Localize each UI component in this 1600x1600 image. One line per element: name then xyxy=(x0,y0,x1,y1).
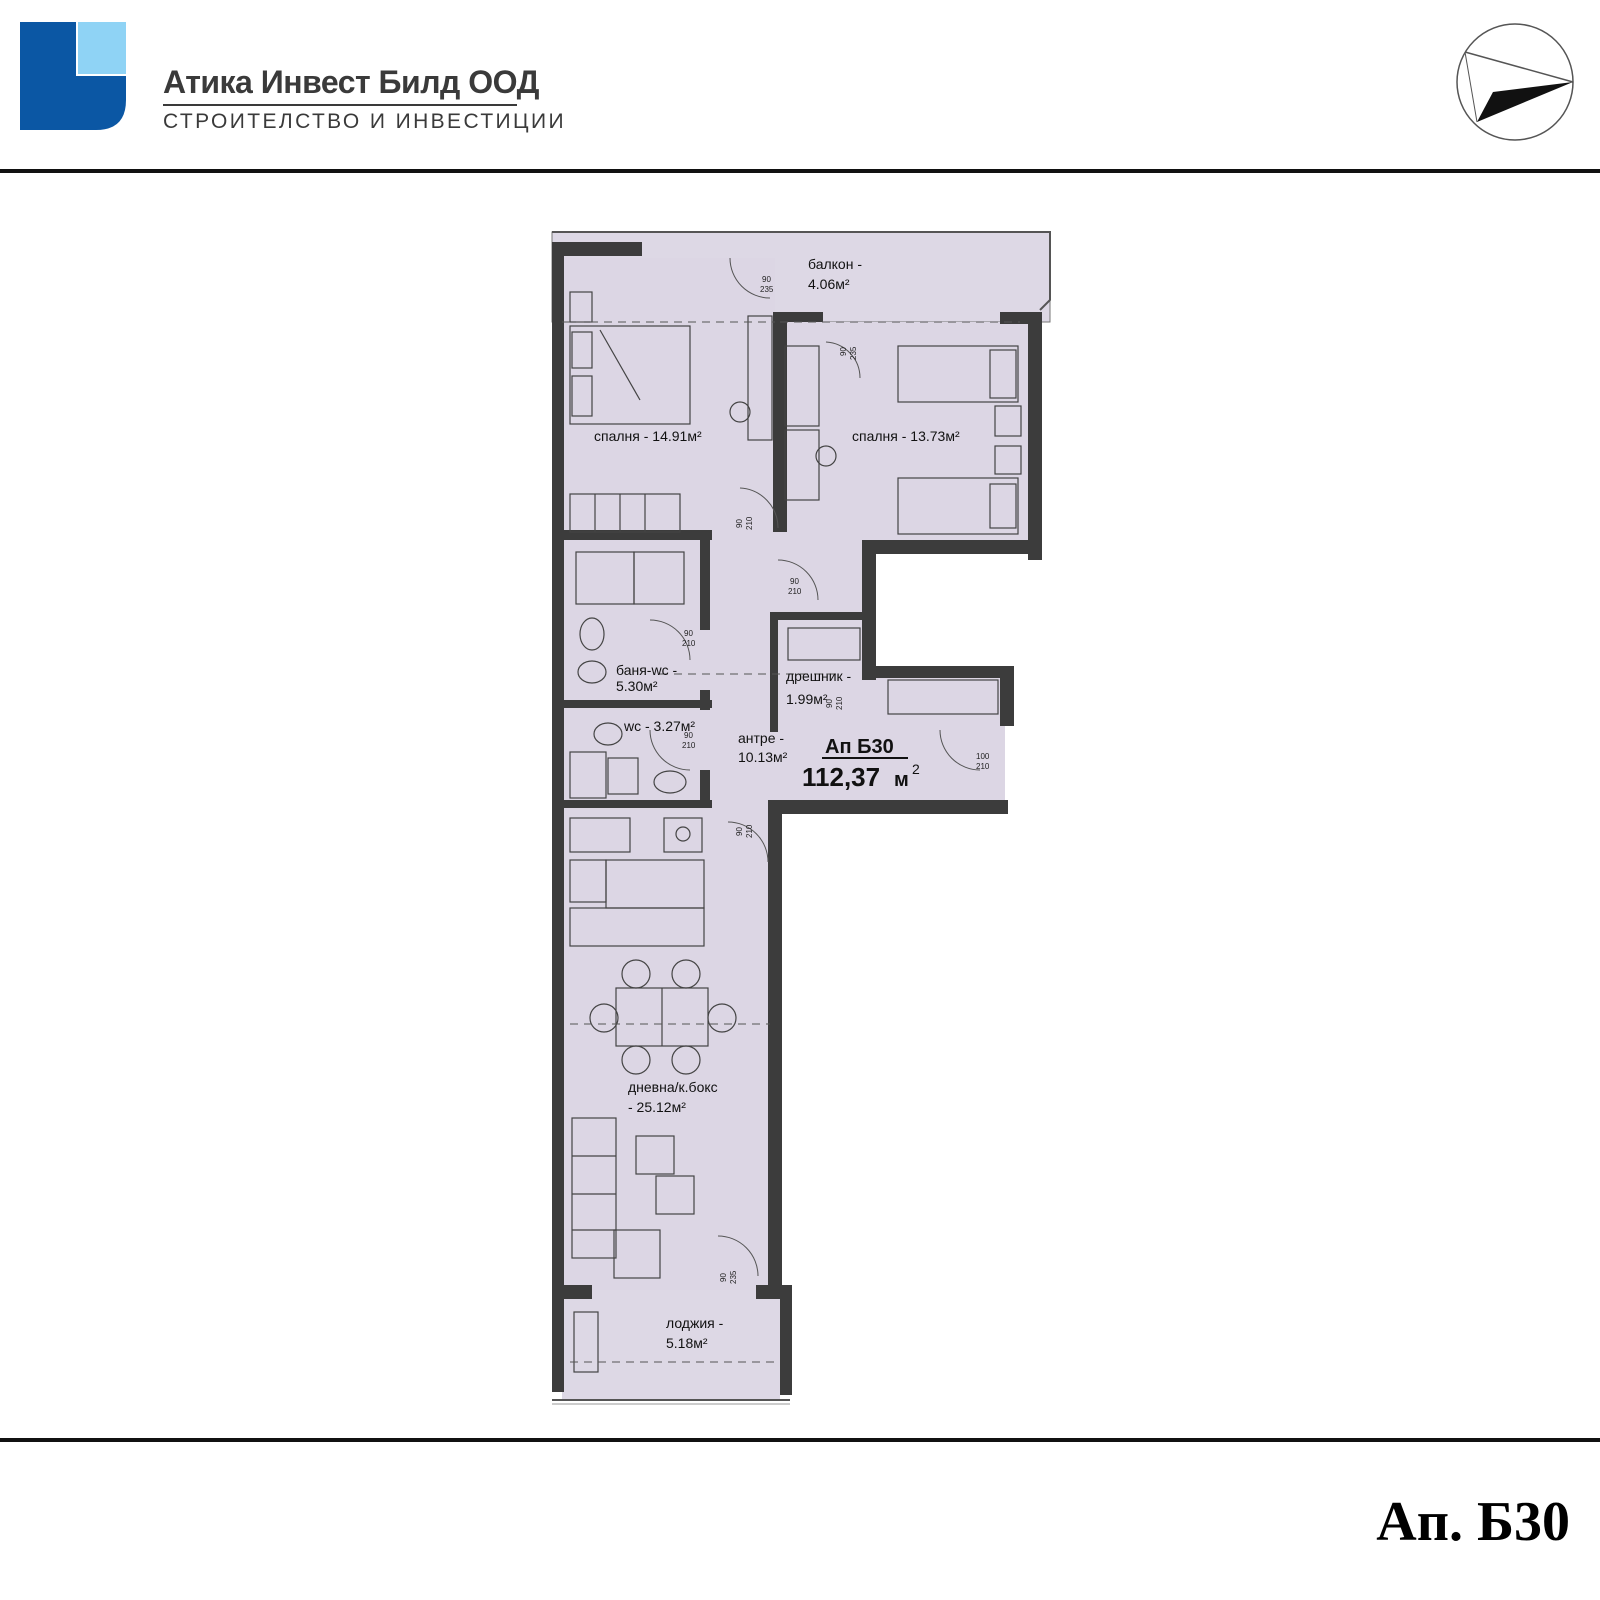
apartment-label: Ап Б30 xyxy=(825,736,894,758)
room-label-bathroom-area: 5.30м² xyxy=(616,678,658,694)
door-tag-width: 90 xyxy=(790,577,799,586)
logo-dark-shape xyxy=(20,22,126,130)
header: Атика Инвест Билд ООД СТРОИТЕЛСТВО И ИНВ… xyxy=(0,0,1600,172)
door-tag-height: 210 xyxy=(976,762,990,771)
room-label-wc: wc - 3.27м² xyxy=(623,718,695,734)
company-name: Атика Инвест Билд ООД xyxy=(163,64,539,100)
apartment-area-exponent: 2 xyxy=(912,761,920,777)
room-label-closet-area: 1.99м² xyxy=(786,691,828,707)
room-label-living-area: - 25.12м² xyxy=(628,1099,686,1115)
north-arrow-icon xyxy=(1456,23,1574,141)
room-label-hall-name: антре - xyxy=(738,730,784,746)
logo-light-shape xyxy=(78,22,126,74)
door-tag-width: 90 xyxy=(735,827,744,836)
company-logo-icon xyxy=(20,22,126,130)
dashed-lines xyxy=(562,321,1020,1363)
walls xyxy=(552,242,1042,1395)
door-tag-height: 210 xyxy=(835,696,844,710)
room-label-loggia-name: лоджия - xyxy=(666,1315,724,1331)
footer-divider xyxy=(0,1438,1600,1442)
apartment-area: 112,37 xyxy=(802,762,880,792)
door-tag-width: 90 xyxy=(684,629,693,638)
room-label-bedroom2: спалня - 13.73м² xyxy=(852,428,960,444)
room-label-balcony-area: 4.06м² xyxy=(808,276,850,292)
door-tag-height: 235 xyxy=(760,285,774,294)
door-swings xyxy=(649,257,981,1277)
door-tag-height: 235 xyxy=(849,346,858,360)
door-tag-width: 100 xyxy=(976,752,990,761)
room-label-bedroom1: спалня - 14.91м² xyxy=(594,428,702,444)
door-tag-height: 235 xyxy=(729,1270,738,1284)
door-tag-height: 210 xyxy=(682,741,696,750)
room-label-balcony-name: балкон - xyxy=(808,256,862,272)
room-label-loggia-area: 5.18м² xyxy=(666,1335,708,1351)
door-tag-width: 90 xyxy=(735,519,744,528)
door-tag-width: 90 xyxy=(762,275,771,284)
door-tag-height: 210 xyxy=(745,516,754,530)
floor-plan-drawing: балкон - 4.06м² спалня - 14.91м² спалня … xyxy=(551,231,1051,1405)
apartment-area-unit: м xyxy=(894,769,909,791)
apartment-footer-label: Ап. Б30 xyxy=(1376,1491,1570,1553)
door-tags: 90 235 90 235 90 210 90 210 90 210 90 21… xyxy=(682,275,990,1284)
apartment-floor-fill xyxy=(562,258,1030,1290)
company-name-underline xyxy=(163,104,517,106)
floor-plan: балкон - 4.06м² спалня - 14.91м² спалня … xyxy=(0,180,1600,1430)
door-tag-height: 210 xyxy=(788,587,802,596)
room-label-living-name: дневна/к.бокс xyxy=(628,1079,718,1095)
furniture xyxy=(569,291,1022,1373)
room-label-hall-area: 10.13м² xyxy=(738,749,788,765)
balcony-railing xyxy=(552,231,1051,311)
room-label-bathroom-name: баня-wc - xyxy=(616,662,677,678)
door-tag-width: 90 xyxy=(825,699,834,708)
room-label-closet-name: дрешник - xyxy=(786,668,852,684)
door-tag-width: 90 xyxy=(839,347,848,356)
company-tagline: СТРОИТЕЛСТВО И ИНВЕСТИЦИИ xyxy=(163,110,566,133)
header-divider xyxy=(0,169,1600,173)
door-tag-height: 210 xyxy=(682,639,696,648)
door-tag-height: 210 xyxy=(745,824,754,838)
door-tag-width: 90 xyxy=(684,731,693,740)
door-tag-width: 90 xyxy=(719,1273,728,1282)
